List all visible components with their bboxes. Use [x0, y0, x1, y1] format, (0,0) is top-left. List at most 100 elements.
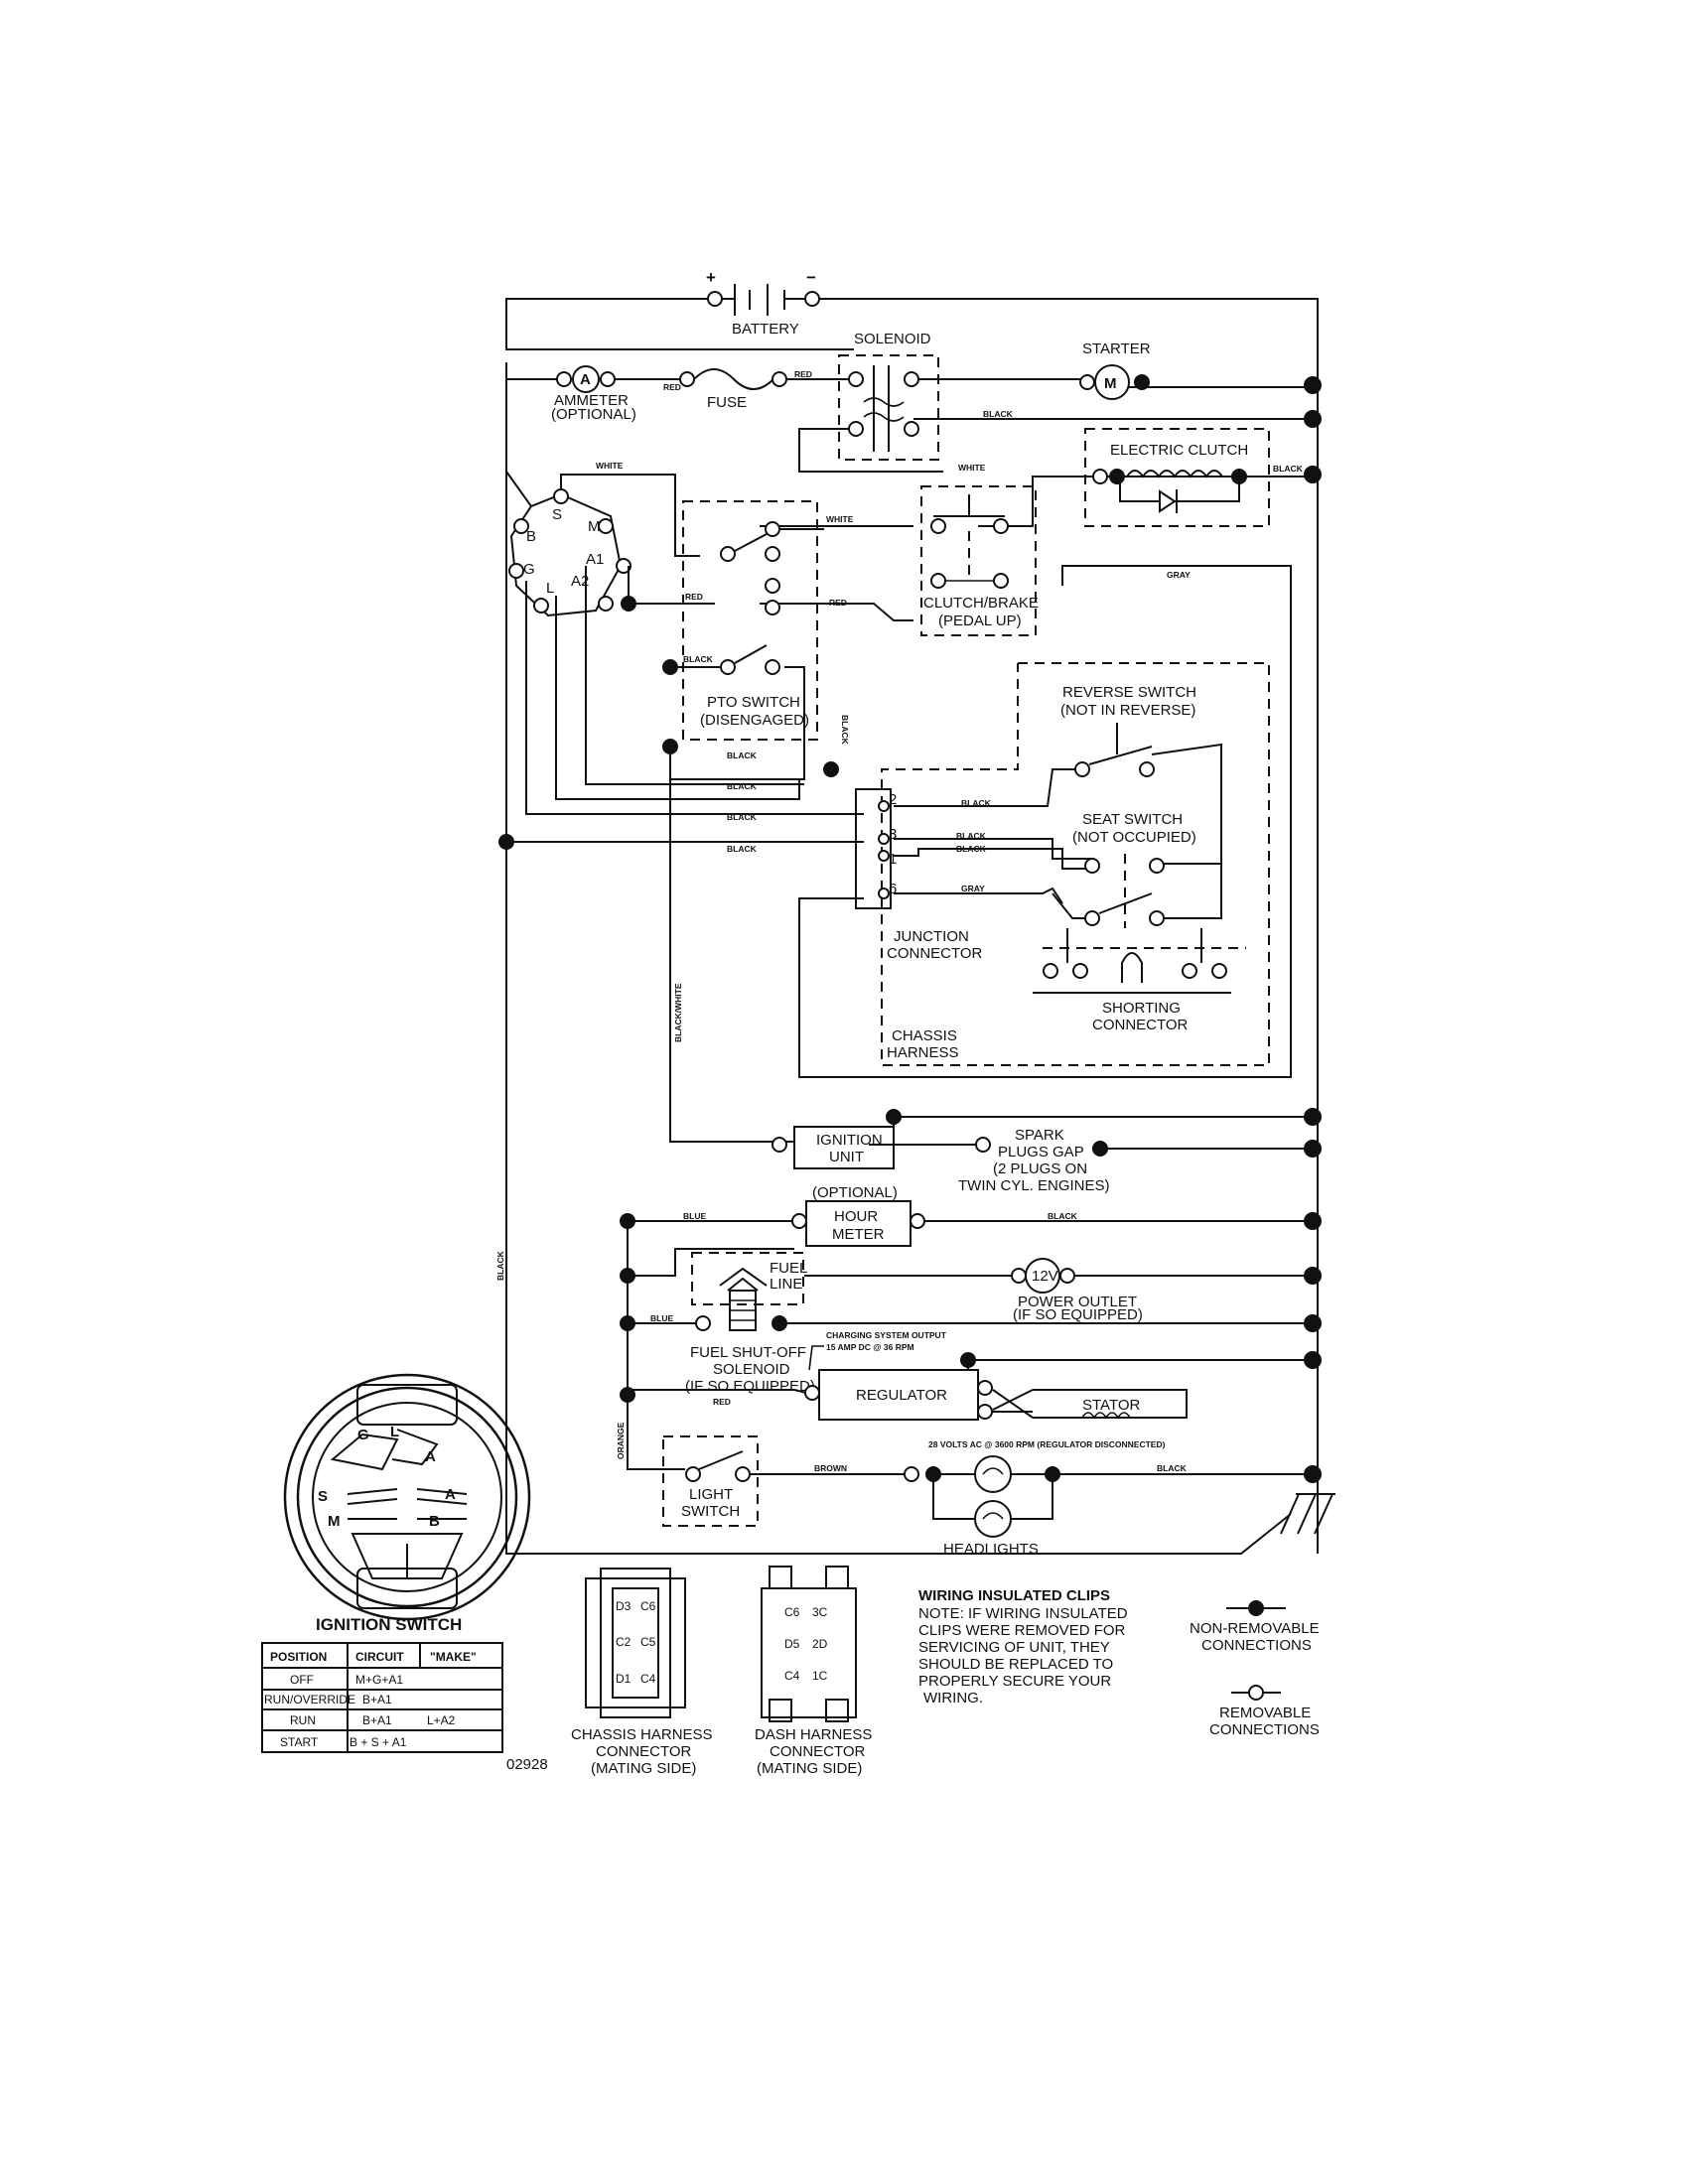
table-row-1-position: RUN/OVERRIDE [264, 1693, 355, 1706]
starter-label: STARTER [1082, 341, 1151, 357]
sw-m-label: M [328, 1513, 341, 1530]
fuel-line-label-2: LINE [770, 1276, 802, 1293]
sw-l-label: L [390, 1424, 399, 1440]
fuel-line-label-1: FUEL [770, 1260, 807, 1277]
wire-black-8: BLACK [961, 798, 992, 808]
main-wiring [505, 298, 1319, 1555]
ig-b-label: B [526, 528, 536, 545]
seat-switch-sub-label: (NOT OCCUPIED) [1072, 829, 1196, 846]
chassis-connector-label-2: CONNECTOR [596, 1743, 692, 1760]
dash-pin-1: C6 [784, 1605, 800, 1619]
wire-gray-1: GRAY [1167, 570, 1191, 580]
starter-m-label: M [1104, 375, 1117, 392]
light-switch-label-1: LIGHT [689, 1486, 733, 1503]
headlights-label: HEADLIGHTS [943, 1541, 1039, 1558]
wire-black-5: BLACK [727, 781, 758, 791]
chassis-pin-1: D3 [616, 1599, 632, 1613]
dash-harness-connector: C6 3C D5 2D C4 1C DASH HARNESS CONNECTOR… [755, 1566, 872, 1777]
wire-black-11: BLACK [1048, 1211, 1078, 1221]
clips-note-4: SHOULD BE REPLACED TO [918, 1656, 1113, 1673]
sw-b-label: B [429, 1513, 440, 1530]
chassis-pin-4: C5 [640, 1635, 656, 1649]
wiring-clips-note: WIRING INSULATED CLIPS NOTE: IF WIRING I… [918, 1587, 1128, 1706]
wire-color-labels: RED RED BLACK BLACK WHITE WHITE WHITE GR… [495, 369, 1304, 1473]
ig-a2-label: A2 [571, 573, 589, 590]
wire-blue-1: BLUE [683, 1211, 706, 1221]
table-header-position: POSITION [270, 1650, 327, 1664]
light-switch-label-2: SWITCH [681, 1503, 740, 1520]
chassis-pin-2: C6 [640, 1599, 656, 1613]
wire-black-14: BLACK [495, 1250, 505, 1281]
clutch-brake-switch: CLUTCH/BRAKE (PEDAL UP) [920, 485, 1039, 636]
clips-note-1: NOTE: IF WIRING INSULATED [918, 1605, 1128, 1622]
reverse-switch-sub-label: (NOT IN REVERSE) [1060, 702, 1195, 719]
connection-nodes [498, 374, 1322, 1483]
ignition-switch-face: G L A A S M B IGNITION SWITCH [283, 1373, 531, 1634]
removable-connection-icon [1248, 1685, 1264, 1701]
clutch-brake-sub-label: (PEDAL UP) [938, 613, 1022, 629]
ammeter: A AMMETER (OPTIONAL) [551, 365, 636, 423]
pto-switch-sub-label: (DISENGAGED) [700, 712, 809, 729]
table-row-3-position: START [280, 1735, 319, 1749]
ammeter-label: AMMETER [554, 392, 629, 409]
battery-label: BATTERY [732, 321, 799, 338]
ignition-unit-label-1: IGNITION [816, 1132, 883, 1149]
legend-nonremovable-1: NON-REMOVABLE [1190, 1620, 1320, 1637]
wire-black-white: BLACK/WHITE [673, 983, 683, 1042]
jc-pin-6-label: 6 [889, 881, 897, 897]
light-switch: LIGHT SWITCH [662, 1435, 759, 1527]
dash-pin-3: D5 [784, 1637, 800, 1651]
table-header-circuit: CIRCUIT [355, 1650, 404, 1664]
chassis-harness-label-2: HARNESS [887, 1044, 959, 1061]
ground-icon [1280, 1493, 1335, 1535]
battery-minus-label: − [806, 268, 816, 287]
wire-black-6: BLACK [727, 812, 758, 822]
dash-connector-label-3: (MATING SIDE) [757, 1760, 862, 1777]
chassis-harness-label-1: CHASSIS [892, 1027, 957, 1044]
hour-meter-label-2: METER [832, 1226, 885, 1243]
clips-note-5: PROPERLY SECURE YOUR [918, 1673, 1111, 1690]
sw-g-label: G [357, 1427, 369, 1443]
headlight-icon-2 [974, 1500, 1012, 1538]
starter-motor [1094, 364, 1130, 400]
table-row-3-circuit: B + S + A1 [350, 1735, 407, 1749]
doc-number: 02928 [506, 1756, 548, 1773]
chassis-connector-label-1: CHASSIS HARNESS [571, 1726, 713, 1743]
sw-s-label: S [318, 1488, 328, 1505]
fuel-shutoff-label-1: FUEL SHUT-OFF [690, 1344, 806, 1361]
legend-nonremovable-2: CONNECTIONS [1201, 1637, 1312, 1654]
shorting-connector-label-1: SHORTING [1102, 1000, 1181, 1017]
stator-label: STATOR [1082, 1397, 1141, 1414]
ignition-unit: IGNITION UNIT SPARK PLUGS GAP (2 PLUGS O… [772, 1126, 1110, 1194]
spark-label-1: SPARK [1015, 1127, 1064, 1144]
fuse: FUSE [679, 368, 787, 411]
wire-red-2: RED [794, 369, 812, 379]
headlight-icon-1 [974, 1455, 1012, 1493]
pto-switch: PTO SWITCH (DISENGAGED) [682, 500, 824, 741]
spark-label-4: TWIN CYL. ENGINES) [958, 1177, 1110, 1194]
fuel-shutoff-label-2: SOLENOID [713, 1361, 790, 1378]
fuel-shutoff-label-3: (IF SO EQUIPPED) [685, 1378, 815, 1395]
ignition-switch-title: IGNITION SWITCH [316, 1615, 462, 1634]
ig-s-label: S [552, 506, 562, 523]
legend: NON-REMOVABLE CONNECTIONS REMOVABLE CONN… [1190, 1600, 1320, 1738]
battery-plus-label: + [706, 268, 716, 287]
charging-output-label-2: 15 AMP DC @ 36 RPM [826, 1342, 914, 1352]
wire-black-13: BLACK [840, 715, 850, 746]
wire-red-4: RED [829, 598, 847, 608]
sw-a2-label: A [445, 1486, 456, 1503]
wire-black-7: BLACK [727, 844, 758, 854]
clutch-brake-label: CLUTCH/BRAKE [923, 595, 1039, 612]
clips-note-6: WIRING. [923, 1690, 983, 1706]
wire-red-1: RED [663, 382, 681, 392]
jc-pin-1-label: 1 [889, 851, 897, 868]
wire-orange: ORANGE [616, 1422, 626, 1459]
wire-blue-2: BLUE [650, 1313, 673, 1323]
dash-pin-2: 3C [812, 1605, 828, 1619]
fuse-label: FUSE [707, 394, 747, 411]
wire-black-4: BLACK [727, 751, 758, 760]
clips-title: WIRING INSULATED CLIPS [918, 1587, 1110, 1604]
ig-g-label: G [523, 561, 535, 578]
wire-black-2: BLACK [1273, 464, 1304, 474]
